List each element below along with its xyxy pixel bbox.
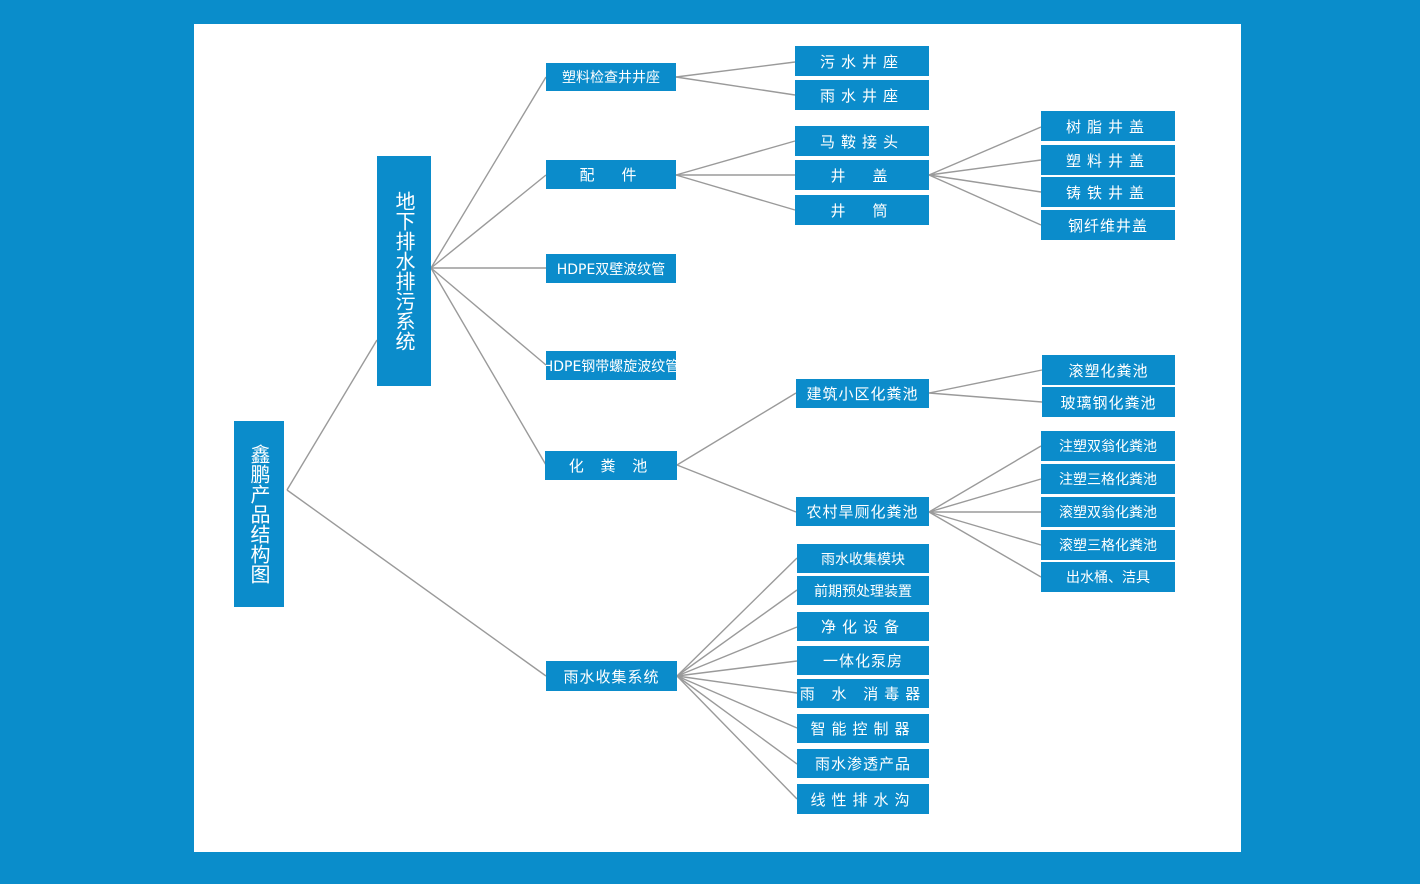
node-injection-double-septic: 注塑双翁化粪池: [1041, 431, 1175, 461]
node-well-cover: 井 盖: [795, 160, 929, 190]
node-hdpe-double-wall: HDPE双壁波纹管: [546, 254, 676, 283]
node-drainage-system: 地下排水排污系统: [377, 156, 431, 386]
node-purification: 净化设备: [797, 612, 929, 641]
node-roto-septic: 滚塑化粪池: [1042, 355, 1175, 385]
node-outlet-bucket: 出水桶、洁具: [1041, 562, 1175, 592]
node-smart-controller: 智能控制器: [797, 714, 929, 743]
node-injection-triple-septic: 注塑三格化粪池: [1041, 464, 1175, 494]
node-inspection-well: 塑料检查井井座: [546, 63, 676, 91]
edge-root-rain: [286, 489, 547, 677]
node-septic-tank: 化 粪 池: [545, 451, 677, 480]
node-steel-fiber-cover: 钢纤维井盖: [1041, 210, 1175, 240]
node-rain-disinfector: 雨 水 消毒器: [797, 679, 929, 708]
node-roto-triple-septic: 滚塑三格化粪池: [1041, 530, 1175, 560]
node-infiltration: 雨水渗透产品: [797, 749, 929, 778]
node-drain-ditch: 线性排水沟: [797, 784, 929, 814]
edge-drainage-inspection: [430, 76, 547, 269]
node-resin-cover: 树脂井盖: [1041, 111, 1175, 141]
node-plastic-cover: 塑料井盖: [1041, 145, 1175, 175]
node-rain-collection-system: 雨水收集系统: [546, 661, 677, 691]
node-rain-well-seat: 雨水井座: [795, 80, 929, 110]
node-pretreatment: 前期预处理装置: [797, 576, 929, 605]
edge-drainage-fittings: [430, 174, 547, 269]
node-roto-double-septic: 滚塑双翁化粪池: [1041, 497, 1175, 527]
node-rural-septic: 农村旱厕化粪池: [796, 497, 929, 526]
node-iron-cover: 铸铁井盖: [1041, 177, 1175, 207]
node-frp-septic: 玻璃钢化粪池: [1042, 387, 1175, 417]
node-fittings: 配 件: [546, 160, 676, 189]
node-building-septic: 建筑小区化粪池: [796, 379, 929, 408]
node-saddle-joint: 马鞍接头: [795, 126, 929, 156]
edge-drainage-hdpe-steel: [430, 267, 547, 366]
edge-root-drainage: [286, 339, 378, 491]
edge-drainage-septic: [430, 267, 547, 466]
node-hdpe-steel-spiral: HDPE钢带螺旋波纹管: [546, 351, 676, 380]
node-root: 鑫鹏产品结构图: [234, 421, 284, 607]
node-pump-station: 一体化泵房: [797, 646, 929, 675]
node-rain-module: 雨水收集模块: [797, 544, 929, 573]
node-sewage-well-seat: 污水井座: [795, 46, 929, 76]
node-well-tube: 井 筒: [795, 195, 929, 225]
